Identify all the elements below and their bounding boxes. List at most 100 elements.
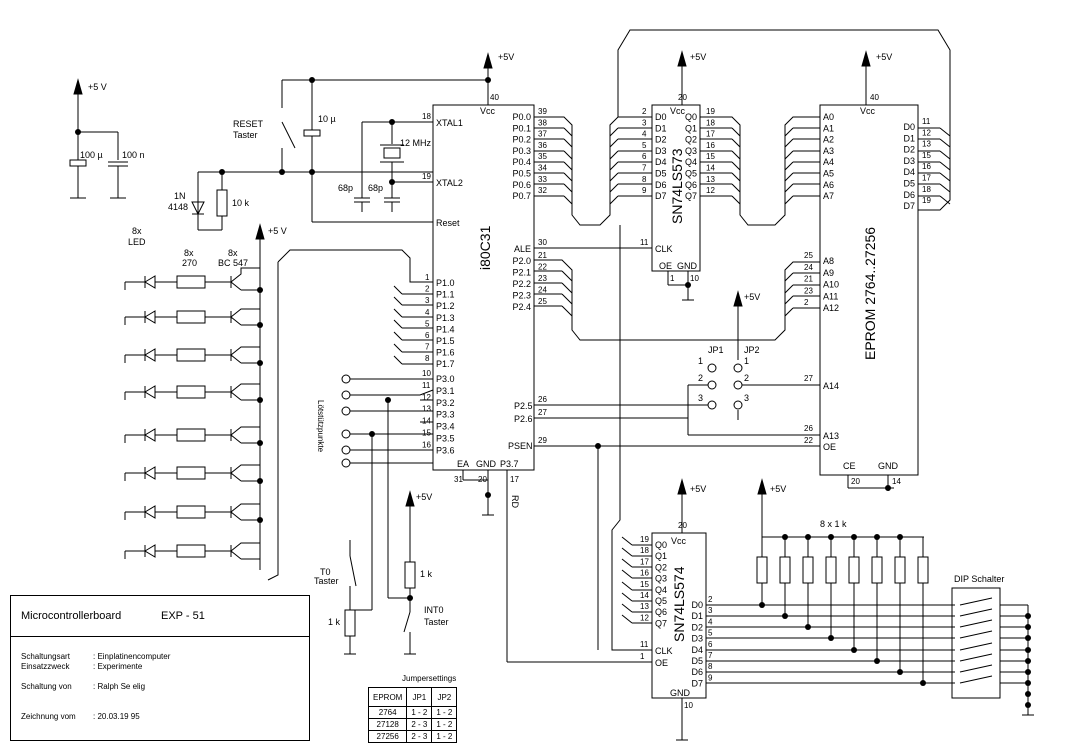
cpu-name: i80C31	[477, 225, 493, 270]
table-cell: 1 - 2	[406, 706, 433, 719]
cpu-p3-pin: 10	[422, 369, 431, 378]
label-res270: 270	[182, 258, 197, 268]
cpu-pin20: 20	[478, 475, 487, 484]
label-res-1k-a: 1 k	[328, 617, 341, 627]
table-row: 27128 2 - 3 1 - 2	[367, 718, 458, 731]
label-jp2-pin1: 1	[744, 356, 749, 366]
label-jp2-pin2: 2	[744, 373, 749, 383]
inport-d-pin: 5	[708, 629, 713, 638]
label-trans-count: 8x	[228, 248, 238, 258]
latch-d-pin: 2	[642, 107, 647, 116]
latch-d-label: D6	[655, 180, 667, 190]
inport-pin11: 11	[640, 640, 649, 649]
dip-network	[706, 536, 1034, 716]
cpu-pin17: 17	[510, 475, 519, 484]
cpu-ea: EA	[457, 459, 469, 469]
inport-vcc: Vcc	[671, 536, 687, 546]
label-reset-taster: Taster	[233, 130, 258, 140]
latch-q-label: Q3	[685, 146, 697, 156]
eprom-a14: A14	[823, 381, 839, 391]
eprom-ahigh-pin: 21	[804, 275, 813, 284]
cpu-p1-label: P1.1	[436, 290, 455, 300]
cpu-ale: ALE	[514, 244, 531, 254]
inport-d-pin: 2	[708, 595, 713, 604]
eprom-a-label: A2	[823, 135, 834, 145]
cpu-p3-pin: 13	[422, 405, 431, 414]
cpu-p3-pin: 15	[422, 429, 431, 438]
cpu-p0-pin: 38	[538, 118, 547, 127]
eprom-oe: OE	[823, 442, 836, 452]
latch-d-pin: 4	[642, 130, 647, 139]
latch-q-label: Q7	[685, 191, 697, 201]
cpu-p0-pin: 36	[538, 141, 547, 150]
eprom-d-pin: 13	[922, 140, 931, 149]
eprom-a-label: A7	[823, 191, 834, 201]
cpu-p2-label: P2.4	[512, 302, 531, 312]
cpu-p0-pin: 37	[538, 130, 547, 139]
inport-q-pin: 15	[640, 580, 649, 589]
latch-d-pin: 6	[642, 152, 647, 161]
latch-gnd: GND	[677, 261, 698, 271]
inport-q-label: Q1	[655, 551, 667, 561]
label-jp1-pin1: 1	[698, 356, 703, 366]
cpu-p0-label: P0.5	[512, 169, 531, 179]
inport-q-pin: 16	[640, 569, 649, 578]
table-cell: 1 - 2	[431, 730, 458, 743]
latch-q-pin: 15	[706, 152, 715, 161]
label-res-10k: 10 k	[232, 198, 250, 208]
cpu-p3-pin: 11	[422, 381, 431, 390]
latch-pin20: 20	[678, 93, 687, 102]
inport-q-label: Q3	[655, 574, 667, 584]
inport-d-label: D5	[691, 656, 703, 666]
inport-q-label: Q0	[655, 540, 667, 550]
cpu-rd: RD	[510, 495, 520, 508]
label-res-1k-b: 1 k	[420, 569, 433, 579]
eprom-gnd: GND	[878, 461, 899, 471]
inport-q-label: Q4	[655, 585, 667, 595]
table-cell: 1 - 2	[431, 718, 458, 731]
inport-d-pin: 8	[708, 662, 713, 671]
latch-to-eprom	[700, 116, 820, 226]
inport-d-label: D4	[691, 645, 703, 655]
inport-oe: OE	[655, 658, 668, 668]
cpu-p0-pin: 34	[538, 164, 547, 173]
latch-d-pin: 9	[642, 186, 647, 195]
jumper-table-title: Jumpersettings	[402, 674, 457, 683]
cpu-pin27: 27	[538, 408, 547, 417]
cpu-p0-pin: 35	[538, 152, 547, 161]
cpu-p0-label: P0.7	[512, 191, 531, 201]
cpu-pin30: 30	[538, 238, 547, 247]
latch-q-pin: 13	[706, 175, 715, 184]
label-trans: BC 547	[218, 258, 248, 268]
eprom-d-pin: 18	[922, 185, 931, 194]
cpu-pin40: 40	[490, 93, 499, 102]
label-jp1: JP1	[708, 345, 724, 355]
inport-d-pin: 6	[708, 640, 713, 649]
latch-pin11: 11	[640, 238, 649, 247]
cpu-p3-label: P3.6	[436, 445, 455, 455]
eprom-d-label: D4	[903, 167, 915, 177]
inport-d-label: D7	[691, 678, 703, 688]
cpu-p1-pin: 1	[425, 273, 430, 282]
jumper-table-header: EPROM JP1 JP2	[367, 687, 458, 707]
label-led: LED	[128, 237, 146, 247]
label-diode-type: 4148	[168, 202, 188, 212]
cpu-p3-label: P3.0	[436, 374, 455, 384]
p3-solder-pads	[341, 374, 434, 468]
label-dip: DIP Schalter	[954, 574, 1004, 584]
cpu-p2-label: P2.3	[512, 291, 531, 301]
eprom-a-label: A5	[823, 169, 834, 179]
label-loetpunkte: Lötstützpunkte	[316, 400, 325, 453]
eprom-d-label: D1	[903, 133, 915, 143]
latch-q-pin: 18	[706, 118, 715, 127]
label-vcc-inport: +5V	[690, 484, 706, 494]
inport-d-pin: 4	[708, 617, 713, 626]
cpu-p0-pin: 33	[538, 175, 547, 184]
cpu-pin31: 31	[454, 475, 463, 484]
inport-d-label: D0	[691, 600, 703, 610]
pin-labels: P0.0P0.1P0.2P0.3P0.4P0.5P0.6P0.739383736…	[422, 107, 931, 688]
inport-d-pin: 3	[708, 606, 713, 615]
label-rnet: 8 x 1 k	[820, 519, 847, 529]
power-arrows	[73, 50, 871, 570]
eprom-ahigh-label: A8	[823, 256, 834, 266]
